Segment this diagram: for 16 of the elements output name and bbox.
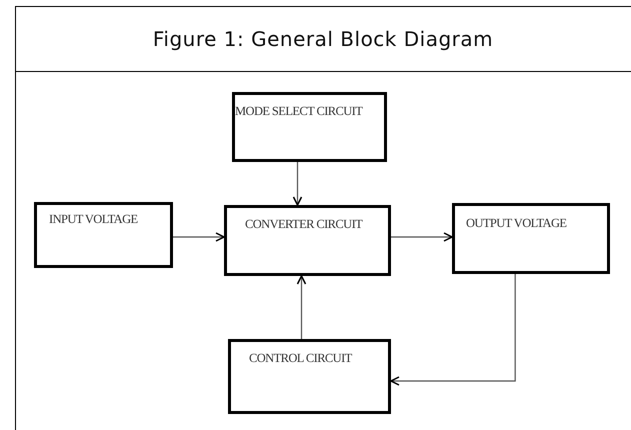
block-label: OUTPUT VOLTAGE bbox=[466, 216, 566, 231]
block-box bbox=[34, 202, 173, 268]
block-box bbox=[452, 203, 610, 274]
arrow bbox=[296, 275, 306, 339]
block-box bbox=[224, 205, 391, 276]
arrow bbox=[390, 274, 516, 386]
block-label: CONVERTER CIRCUIT bbox=[245, 217, 362, 232]
title: Figure 1: General Block Diagram bbox=[15, 6, 631, 72]
block-box bbox=[232, 92, 387, 162]
block-label: CONTROL CIRCUIT bbox=[249, 351, 352, 366]
block-label: MODE SELECT CIRCUIT bbox=[235, 104, 362, 119]
arrow bbox=[173, 232, 225, 242]
arrow bbox=[391, 232, 453, 242]
block-box bbox=[228, 339, 391, 414]
arrow bbox=[292, 162, 302, 206]
block-label: INPUT VOLTAGE bbox=[49, 212, 138, 227]
